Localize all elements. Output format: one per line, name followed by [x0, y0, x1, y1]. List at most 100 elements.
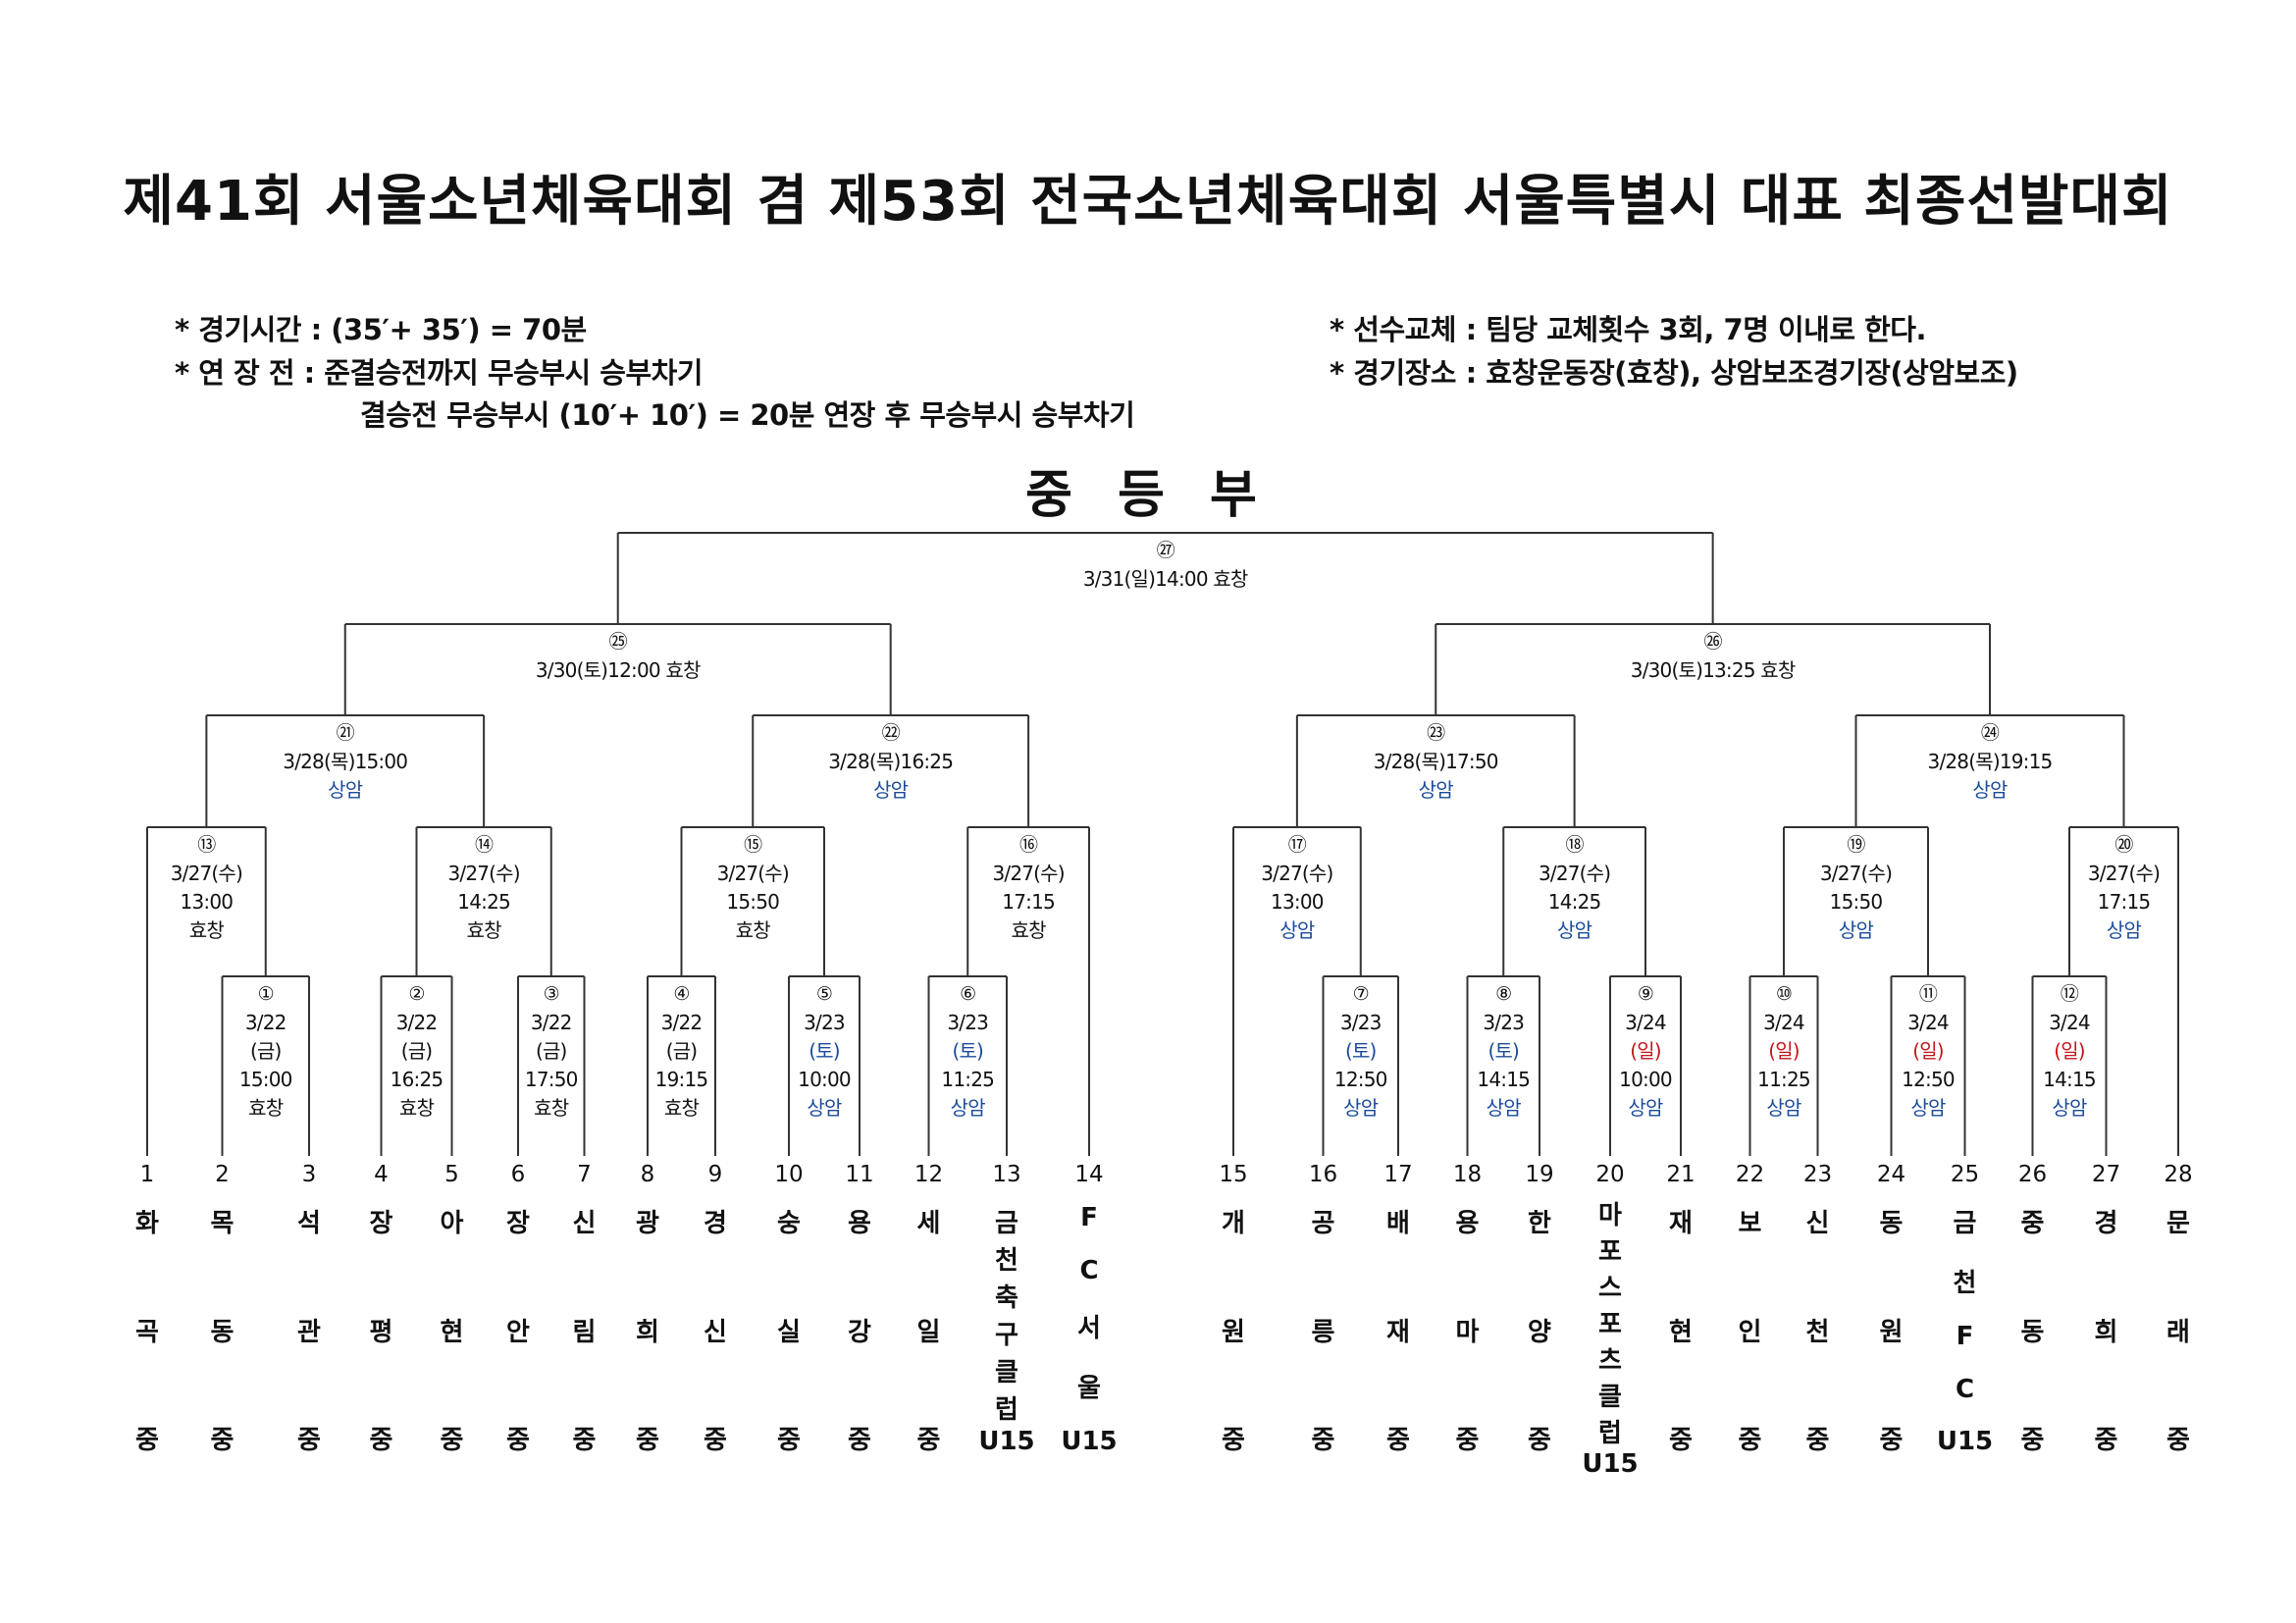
team-name-char: 중 [1528, 1426, 1551, 1455]
team-name-char: 중 [777, 1426, 801, 1455]
team-name-char: 중 [704, 1426, 727, 1455]
page-title: 제41회 서울소년체육대회 겸 제53회 전국소년체육대회 서울특별시 대표 최… [123, 170, 2173, 234]
match-number: ⑪ [1918, 983, 1938, 1005]
team-name-char: 동 [210, 1317, 235, 1347]
team-name-char: 재 [1669, 1209, 1693, 1238]
match-info-line: 효창 [466, 918, 502, 942]
match-info-line: 3/27(수) [447, 862, 520, 885]
match-info-line: 11:25 [941, 1068, 995, 1091]
match-number: ⑮ [744, 834, 762, 856]
note-venue: * 경기장소 : 효창운동장(효창), 상암보조경기장(상암보조) [1330, 356, 2018, 390]
team-number: 23 [1802, 1162, 1833, 1187]
team-name-char: F [1956, 1322, 1974, 1351]
team-name-char: 공 [1311, 1209, 1335, 1238]
match-info-line: (금) [400, 1039, 433, 1063]
team-number: 20 [1595, 1162, 1625, 1187]
match-info-line: (금) [665, 1039, 698, 1063]
team-name-char: 개 [1222, 1209, 1245, 1238]
match-info-line: 효창 [534, 1096, 569, 1120]
team-name-char: 금 [1953, 1209, 1977, 1238]
team-name-char: 중 [1879, 1426, 1904, 1455]
team-name-char: U15 [978, 1427, 1035, 1456]
match-info-line: 3/24 [1625, 1011, 1667, 1034]
team-name-char: 아 [440, 1209, 464, 1238]
team-name-char: C [1079, 1255, 1099, 1285]
match-number: ③ [543, 983, 560, 1005]
team-number: 19 [1525, 1162, 1554, 1187]
match-info-line: (일) [1912, 1039, 1944, 1063]
note-match-time: * 경기시간 : (35′+ 35′) = 70분 [175, 313, 587, 346]
match-info-line: (토) [952, 1039, 984, 1063]
match-info-line: 3/28(목)15:00 [283, 750, 408, 773]
match-info-line: 상암 [1628, 1096, 1663, 1120]
match-info-line: (일) [1768, 1039, 1800, 1063]
match-info-line: 3/30(토)13:25 효창 [1630, 658, 1797, 682]
team-name-char: 원 [1879, 1317, 1904, 1347]
match-info-line: (금) [535, 1039, 567, 1063]
match-info-line: 상암 [1972, 778, 2008, 802]
team-number: 4 [374, 1162, 389, 1187]
team-name-char: 용 [848, 1209, 871, 1238]
match-number: ② [408, 983, 425, 1005]
team-name-char: 곡 [135, 1317, 159, 1347]
match-number: ㉕ [608, 631, 628, 653]
team-name-char: 스 [1598, 1274, 1622, 1303]
team-name-char: 중 [1669, 1426, 1693, 1455]
team-name-char: 축 [995, 1283, 1018, 1313]
match-info-line: 3/24 [1763, 1011, 1805, 1034]
team-number: 16 [1308, 1162, 1338, 1187]
team-number: 14 [1074, 1162, 1104, 1187]
match-info-line: 14:15 [1477, 1068, 1531, 1091]
match-info-line: (토) [1344, 1039, 1377, 1063]
team-number: 15 [1219, 1162, 1248, 1187]
team-name-char: 중 [636, 1426, 659, 1455]
match-info-line: 3/22 [530, 1011, 573, 1034]
team-name-char: 중 [2020, 1209, 2045, 1238]
team-name-char: 중 [1738, 1426, 1762, 1455]
team-name-char: 중 [2020, 1426, 2045, 1455]
team-name-char: 중 [1455, 1426, 1480, 1455]
team-name-char: 세 [916, 1209, 941, 1238]
match-info-line: 3/27(수) [170, 862, 243, 885]
match-info-line: (일) [1630, 1039, 1661, 1063]
team-number: 18 [1452, 1162, 1483, 1187]
match-info-line: 상암 [1418, 778, 1454, 802]
match-number: ⑤ [815, 983, 833, 1005]
team-name-char: 중 [135, 1426, 159, 1455]
match-info-line: 17:15 [2097, 890, 2151, 914]
team-name-char: 중 [1386, 1426, 1410, 1455]
match-info-line: 3/27(수) [1261, 862, 1333, 885]
team-name-char: 현 [440, 1317, 464, 1347]
team-name-char: 클 [1598, 1383, 1622, 1412]
team-name-char: 천 [1953, 1268, 1977, 1298]
match-number: ⑫ [2060, 983, 2079, 1005]
match-info-line: (토) [809, 1039, 840, 1063]
match-info-line: 3/28(목)17:50 [1373, 750, 1499, 773]
team-name-char: 경 [2094, 1209, 2118, 1238]
team-name-char: 츠 [1598, 1346, 1622, 1376]
